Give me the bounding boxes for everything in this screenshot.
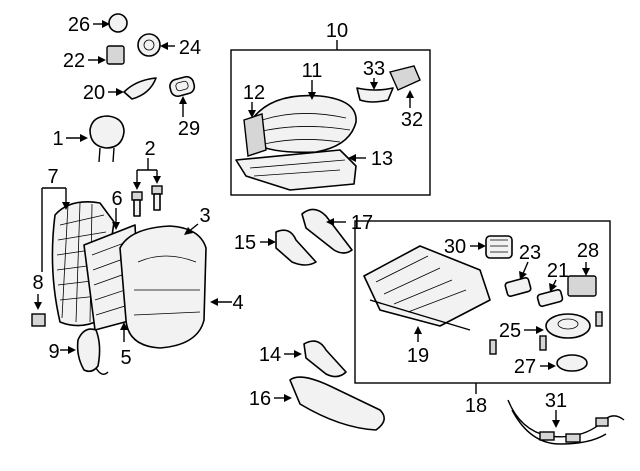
callout-1: 1 xyxy=(52,128,63,150)
part-26-ring xyxy=(108,13,128,33)
part-13-cushion-pan xyxy=(235,149,357,191)
callout-32: 32 xyxy=(401,109,423,131)
callout-4: 4 xyxy=(232,292,243,314)
part-21-switch-knob xyxy=(536,288,564,308)
callout-15: 15 xyxy=(234,232,256,254)
callout-13: 13 xyxy=(371,148,393,170)
part-28-control-module xyxy=(567,275,597,297)
callout-2: 2 xyxy=(144,138,155,160)
part-33-trim xyxy=(356,87,394,103)
callout-23: 23 xyxy=(519,242,541,264)
part-25-switch-base xyxy=(545,313,591,339)
part-16-outer-shield xyxy=(289,376,385,431)
part-23-switch xyxy=(504,277,532,297)
callout-24: 24 xyxy=(179,37,201,59)
part-11-cushion-pad xyxy=(249,94,357,154)
callout-3: 3 xyxy=(199,205,210,227)
callout-28: 28 xyxy=(577,240,599,262)
callout-16: 16 xyxy=(249,388,271,410)
part-31-wire-harness xyxy=(507,399,625,445)
callout-7: 7 xyxy=(47,166,58,188)
part-29-bezel xyxy=(169,75,196,98)
part-32-side-cover xyxy=(389,65,421,91)
callout-17: 17 xyxy=(351,212,373,234)
callout-8: 8 xyxy=(32,272,43,294)
seat-track-assembly-box xyxy=(354,220,611,384)
callout-10: 10 xyxy=(326,20,348,42)
callout-6: 6 xyxy=(111,188,122,210)
callout-20: 20 xyxy=(83,82,105,104)
callout-22: 22 xyxy=(63,50,85,72)
callout-27: 27 xyxy=(514,356,536,378)
callout-18: 18 xyxy=(465,395,487,417)
part-12-cushion-cover xyxy=(243,113,267,157)
part-3-seatback-cover xyxy=(119,225,207,349)
callout-19: 19 xyxy=(407,345,429,367)
part-15-trim-cover xyxy=(275,229,317,266)
part-30-motor xyxy=(485,235,513,259)
part-19-seat-track xyxy=(363,245,491,331)
part-22-clip xyxy=(106,45,125,65)
callout-21: 21 xyxy=(547,260,569,282)
callout-5: 5 xyxy=(120,347,131,369)
callout-12: 12 xyxy=(243,82,265,104)
callout-25: 25 xyxy=(499,320,521,342)
part-1-headrest xyxy=(89,115,125,163)
part-14-inner-shield xyxy=(303,340,347,378)
part-9-airbag-module xyxy=(76,328,109,375)
part-2-headrest-guides xyxy=(131,185,163,217)
callout-14: 14 xyxy=(259,344,281,366)
cushion-assembly-box xyxy=(230,49,431,196)
callout-31: 31 xyxy=(545,390,567,412)
callout-26: 26 xyxy=(68,14,90,36)
callout-11: 11 xyxy=(302,60,323,82)
part-24-recliner-knob xyxy=(137,33,161,57)
callout-9: 9 xyxy=(48,341,59,363)
callout-29: 29 xyxy=(178,118,200,140)
callout-30: 30 xyxy=(444,236,466,258)
callout-labels: 26 22 24 20 29 1 2 7 6 3 8 4 5 9 10 11 1… xyxy=(32,14,599,417)
callout-33: 33 xyxy=(363,58,385,80)
leader-lines xyxy=(34,20,590,428)
part-20-cover xyxy=(123,77,157,100)
part-27-washer xyxy=(556,354,588,372)
bolt-parts xyxy=(489,311,603,355)
part-8-clip xyxy=(31,313,46,327)
part-17-trim-cover xyxy=(301,208,353,254)
